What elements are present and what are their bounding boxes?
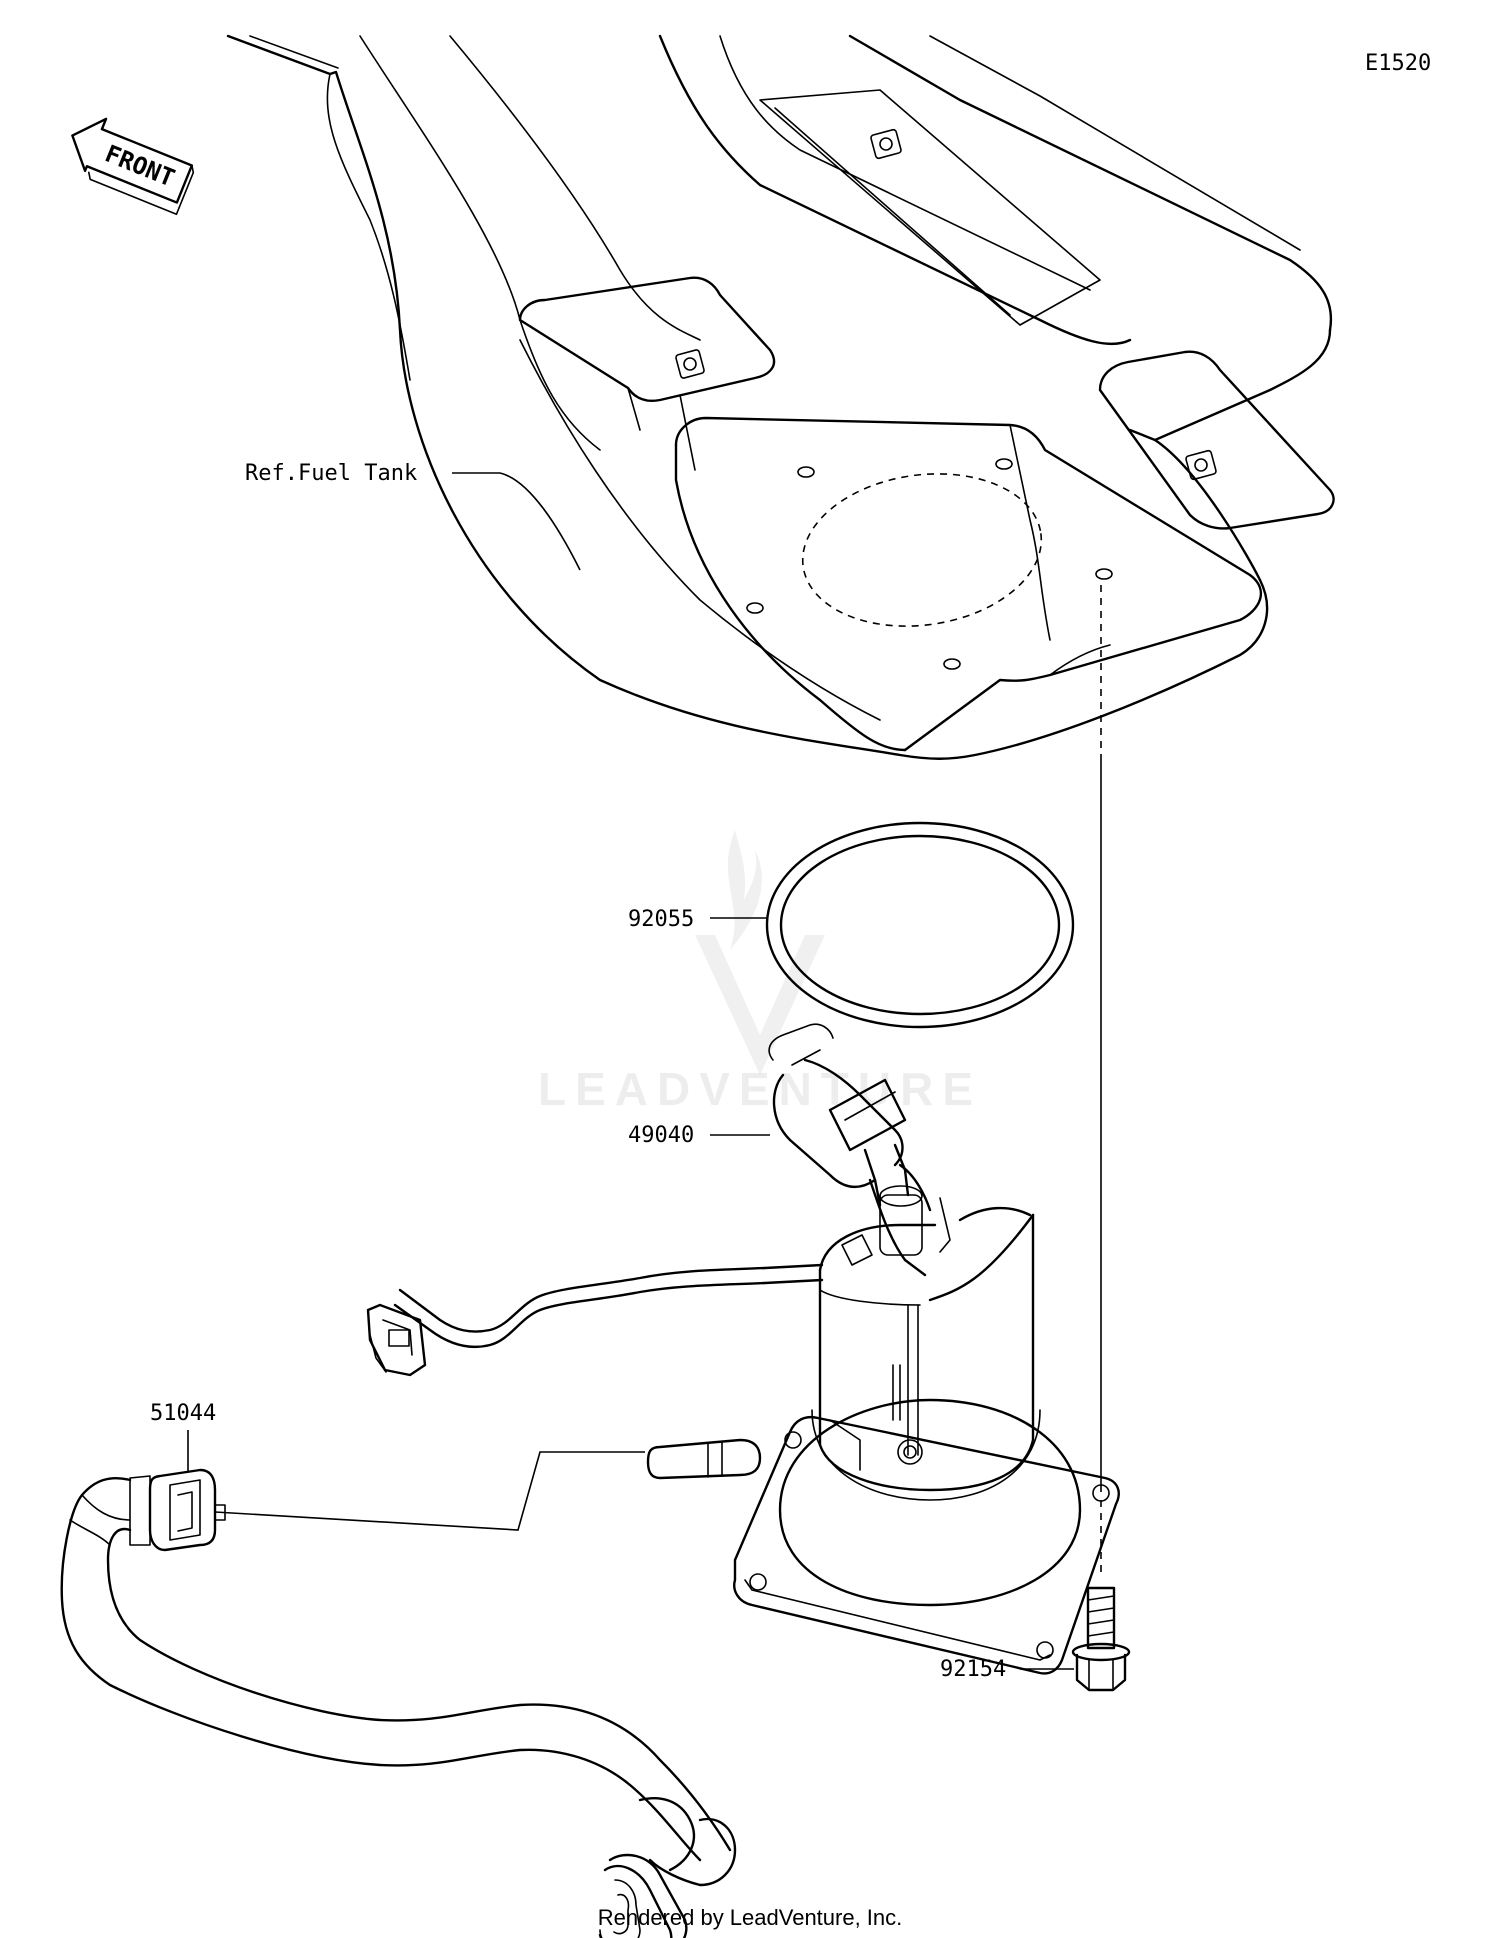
fuel-pump-label: 49040 xyxy=(628,1123,694,1148)
bolt-label: 92154 xyxy=(940,1657,1006,1682)
fuel-hose xyxy=(60,1468,737,1938)
fuel-tank-label: Ref.Fuel Tank xyxy=(245,461,417,486)
fuel-hose-label: 51044 xyxy=(150,1401,216,1426)
bolt xyxy=(1071,1586,1131,1692)
footer-credit: Rendered by LeadVenture, Inc. xyxy=(598,1905,903,1930)
fuel-tank xyxy=(226,34,1335,760)
diagram-code: E1520 xyxy=(1365,51,1431,76)
o-ring xyxy=(765,821,1075,1029)
fuel-pump xyxy=(366,1023,1120,1675)
front-arrow-icon: FRONT xyxy=(71,117,195,216)
front-label: FRONT xyxy=(101,140,178,193)
watermark-text: LEADVENTURE xyxy=(538,1063,982,1115)
watermark: LEADVENTURE xyxy=(538,830,982,1115)
o-ring-label: 92055 xyxy=(628,907,694,932)
watermark-logo-icon xyxy=(695,830,825,1075)
